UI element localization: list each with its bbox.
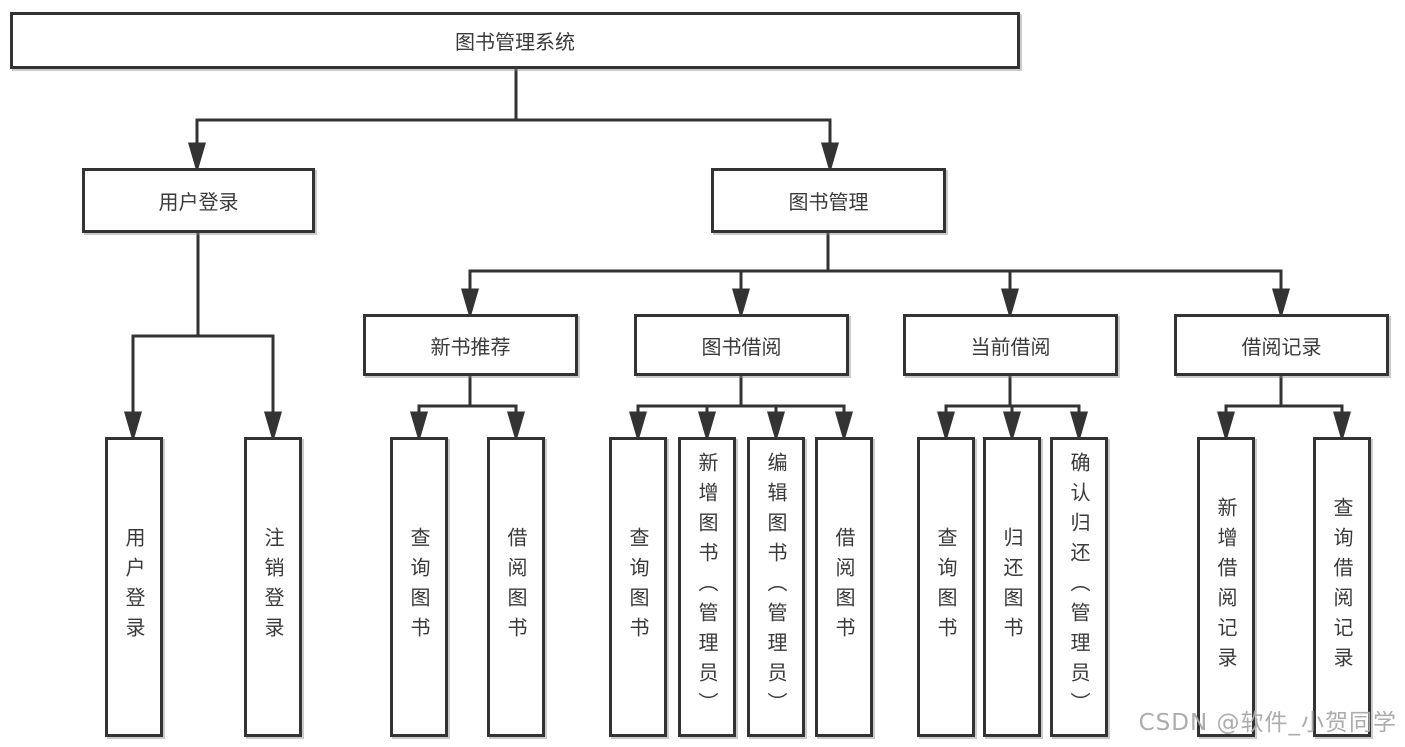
connector-user-login	[124, 233, 282, 443]
arrowhead	[1001, 288, 1019, 320]
leaf-user-login: 用户登录	[105, 437, 163, 737]
node-label: 图书管理	[788, 190, 869, 214]
node-label: 查询借阅记录	[1330, 497, 1354, 677]
node-label: 用户登录	[158, 190, 239, 214]
arrowhead	[1217, 411, 1235, 443]
connector-root	[188, 68, 839, 174]
arrowhead	[1003, 411, 1021, 443]
leaf-query-borrow-record: 查询借阅记录	[1313, 437, 1371, 737]
node-borrow-records: 借阅记录	[1174, 314, 1389, 376]
arrowhead	[1333, 411, 1351, 443]
node-label: 查询图书	[407, 527, 431, 647]
node-label: 当前借阅	[970, 334, 1051, 359]
node-label: 借阅图书	[832, 527, 856, 647]
arrowhead	[629, 411, 647, 443]
arrowhead	[698, 411, 716, 443]
node-label: 查询图书	[626, 527, 650, 647]
node-label: 图书借阅	[701, 334, 782, 359]
node-library-management-system: 图书管理系统	[10, 12, 1020, 69]
arrowhead	[124, 411, 142, 443]
node-book-borrow: 图书借阅	[634, 314, 849, 376]
arrowhead	[461, 288, 479, 320]
node-new-book-recommend: 新书推荐	[363, 314, 578, 376]
node-label: 编辑图书（管理员）	[764, 452, 788, 722]
node-label: 新增图书（管理员）	[695, 452, 719, 722]
arrowhead	[264, 411, 282, 443]
node-label: 确认归还（管理员）	[1067, 452, 1091, 722]
arrowhead	[1272, 288, 1290, 320]
connector-borrow-records	[1217, 376, 1351, 443]
connector-book-management	[461, 233, 1290, 320]
node-label: 新书推荐	[430, 334, 511, 359]
leaf-confirm-return-admin: 确认归还（管理员）	[1050, 437, 1108, 737]
leaf-return-book: 归还图书	[983, 437, 1041, 737]
arrowhead	[821, 142, 839, 174]
node-label: 借阅记录	[1241, 334, 1322, 359]
node-label: 图书管理系统	[455, 30, 575, 54]
node-label: 用户登录	[122, 527, 146, 647]
arrowhead	[507, 411, 525, 443]
node-label: 归还图书	[1000, 527, 1024, 647]
node-label: 查询图书	[934, 527, 958, 647]
leaf-borrow-book: 借阅图书	[815, 437, 873, 737]
arrowhead	[410, 411, 428, 443]
arrowhead	[1070, 411, 1088, 443]
node-label: 新增借阅记录	[1214, 497, 1238, 677]
arrowhead	[732, 288, 750, 320]
node-label: 借阅图书	[504, 527, 528, 647]
connector-book-borrow	[629, 376, 853, 443]
connector-new-book-recommend	[410, 376, 525, 443]
arrowhead	[937, 411, 955, 443]
node-book-management: 图书管理	[711, 168, 946, 233]
connector-current-borrow	[937, 376, 1088, 443]
leaf-edit-book-admin: 编辑图书（管理员）	[747, 437, 805, 737]
node-label: 注销登录	[261, 527, 285, 647]
arrowhead	[767, 411, 785, 443]
arrowhead	[188, 142, 206, 174]
csdn-watermark: CSDN @软件_小贺同学	[1138, 710, 1397, 736]
leaf-borrow-book-recommend: 借阅图书	[487, 437, 545, 737]
leaf-logout: 注销登录	[244, 437, 302, 737]
leaf-query-book-current: 查询图书	[917, 437, 975, 737]
node-current-borrow: 当前借阅	[903, 314, 1118, 376]
leaf-add-borrow-record: 新增借阅记录	[1197, 437, 1255, 737]
leaf-add-book-admin: 新增图书（管理员）	[678, 437, 736, 737]
arrowhead	[835, 411, 853, 443]
leaf-query-book-recommend: 查询图书	[390, 437, 448, 737]
leaf-query-book-borrow: 查询图书	[609, 437, 667, 737]
node-user-login: 用户登录	[82, 168, 315, 233]
